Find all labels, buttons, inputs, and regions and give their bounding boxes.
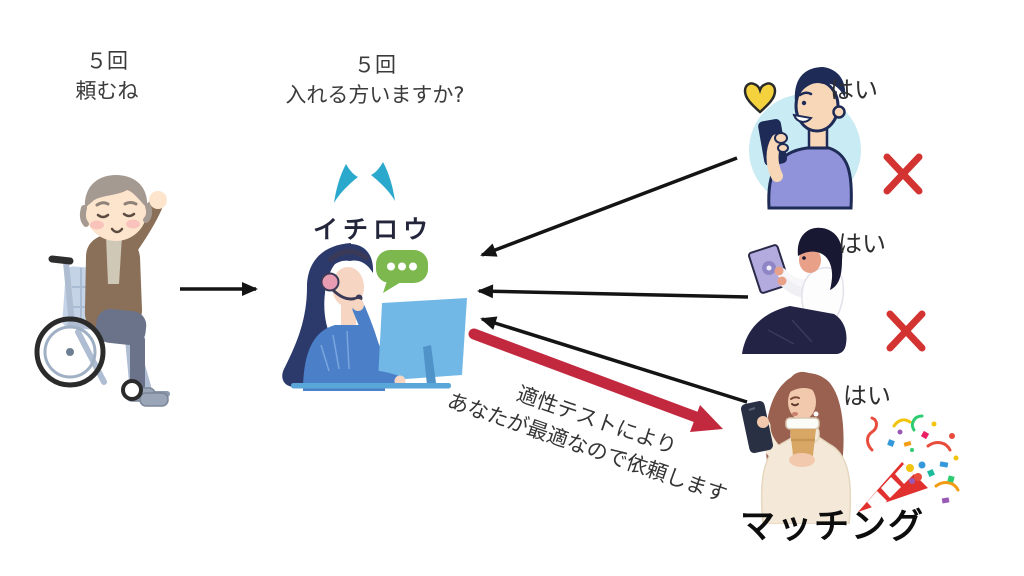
dot2 [398,262,406,271]
operator-hair [282,243,351,391]
confetti [906,464,914,472]
sideburns [79,203,153,227]
candidate2-illustration [742,227,847,354]
operator-question-line1: ５回 [354,53,396,77]
dot1 [387,262,395,271]
candidate3-illustration [740,371,852,524]
coffee-lid [785,417,820,430]
monitor-stand [423,345,436,385]
cone-stripe2 [881,477,901,498]
candidate1-eyebrow [798,91,813,97]
client-speech-line1: ５回 [86,49,128,73]
raised-hand [149,191,167,209]
tablet-logo-dot [766,265,772,271]
candidate2-hand1 [774,266,784,276]
operator-hand [352,299,364,311]
candidate2-face [799,247,821,273]
caster-wheel [121,379,143,401]
cross-stroke2 [883,153,923,195]
cone-stripe1 [867,491,887,512]
confetti [909,478,915,484]
wheel-hub [66,348,74,356]
matching-label: マッチング [740,507,926,547]
phone-camera [748,407,756,411]
operator-question-line2: 入れる方いますか? [285,83,465,108]
headset-earcup [320,272,340,292]
candidate1-reply: はい [830,76,878,104]
client-speech-line2: 頼むね [75,79,139,104]
candidate3-eye [791,403,799,407]
candidate1-smile [792,113,813,123]
candidate1-ear [832,105,846,119]
shirt-streaks [320,330,350,372]
blush-left [90,220,104,230]
operator-question: ５回 入れる方いますか? [268,50,482,111]
blush-right [126,219,140,229]
sparkle-right [371,162,395,201]
dot3 [409,262,417,271]
candidate3-face [788,384,816,420]
candidate1-shirt [767,146,853,210]
skirt-folds [767,319,813,345]
candidate1-hand [774,132,788,144]
wheelchair-handle [48,255,74,265]
elderly-man-wheelchair-illustration [34,175,170,407]
bubble-tail [383,278,401,293]
candidate1-reply-arrow [480,156,738,257]
operator-arm-desk [317,369,403,389]
assignment-caption: 適性テストにより あなたが最適なので依頼します [431,355,753,515]
assignment-red-arrowhead [690,405,723,432]
eyebrows [95,201,138,207]
candidate3-reply: はい [843,382,891,410]
inner-shirt [106,236,122,284]
confetti [918,461,926,469]
client-speech: ５回 頼むね [52,46,162,107]
smile [110,227,124,234]
red-cross-icon-2 [886,310,926,352]
candidate2-eye [802,256,806,260]
candidate3-earring [813,411,819,417]
party-popper-icon [858,414,960,512]
monitor-screen [378,298,467,381]
pants-leg [130,334,145,392]
candidate2-hair [797,227,843,290]
closed-eyes [96,212,136,219]
candidate1-arm [766,134,783,182]
headset-mic-boom [331,288,358,301]
operator-illustration [282,243,467,391]
red-cross-icon [883,153,923,195]
wheel-rim [43,325,97,379]
operator-arm-raised [352,302,382,362]
candidate3-hand-phone [757,416,769,428]
candidate2-hand2 [777,276,787,286]
green-speech-bubble-dots-icon [376,250,428,293]
confetti-bits [887,421,959,504]
confetti [914,473,922,481]
candidate1-eye [801,100,807,106]
candidate2-reply-arrow [477,284,749,299]
wheel-tire [34,316,106,388]
sparkle-left [334,164,358,203]
desk [291,383,451,389]
candidate1-illustration [743,67,861,210]
headset-band [327,249,370,263]
teal-sparkle-marks-icon [334,162,395,203]
shoe-2 [139,392,169,407]
streamers [866,414,960,492]
cone-stripe3 [895,464,914,484]
operator-name: イチロウ [312,215,433,244]
candidate2-reply: はい [838,230,886,258]
candidate3-hair-front [785,371,822,398]
candidate3-brow [790,396,800,400]
candidate3-lips [792,412,798,416]
candidate3-hand-cup [789,453,815,467]
heart-icon [743,82,777,114]
candidate2-skirt [742,306,847,354]
candidate1-hair [794,67,846,102]
gray-hair [84,175,148,210]
cross-stroke2 [886,310,926,352]
candidate3-phone [740,400,774,454]
candidate1-fingers [777,143,789,153]
